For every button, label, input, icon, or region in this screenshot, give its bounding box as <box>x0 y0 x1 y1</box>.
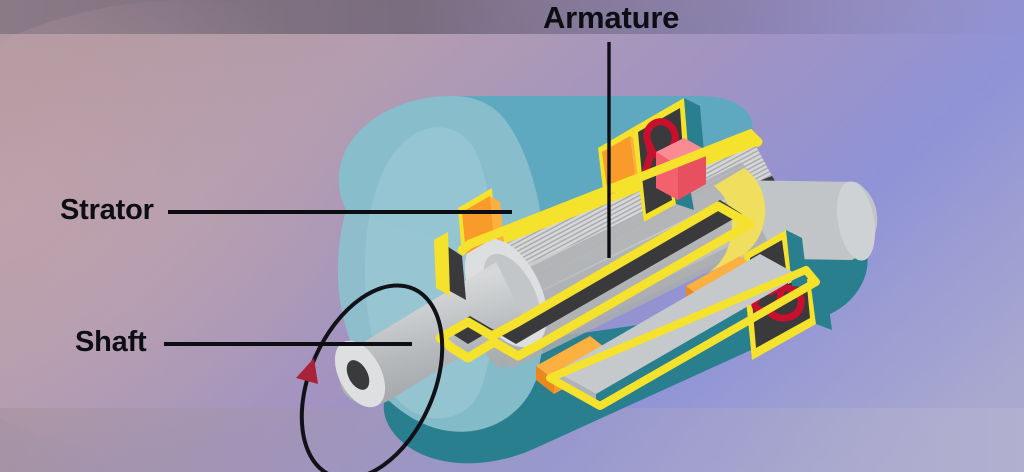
label-shaft: Shaft <box>75 326 147 358</box>
leader-lines <box>164 42 611 346</box>
label-armature: Armature <box>543 0 680 35</box>
housing-bottom-cut-edge <box>435 200 820 410</box>
cut-face-upper-right <box>632 98 706 222</box>
label-strator: Strator <box>60 194 154 226</box>
shaft <box>334 262 524 408</box>
rotation-arrow <box>296 283 445 472</box>
